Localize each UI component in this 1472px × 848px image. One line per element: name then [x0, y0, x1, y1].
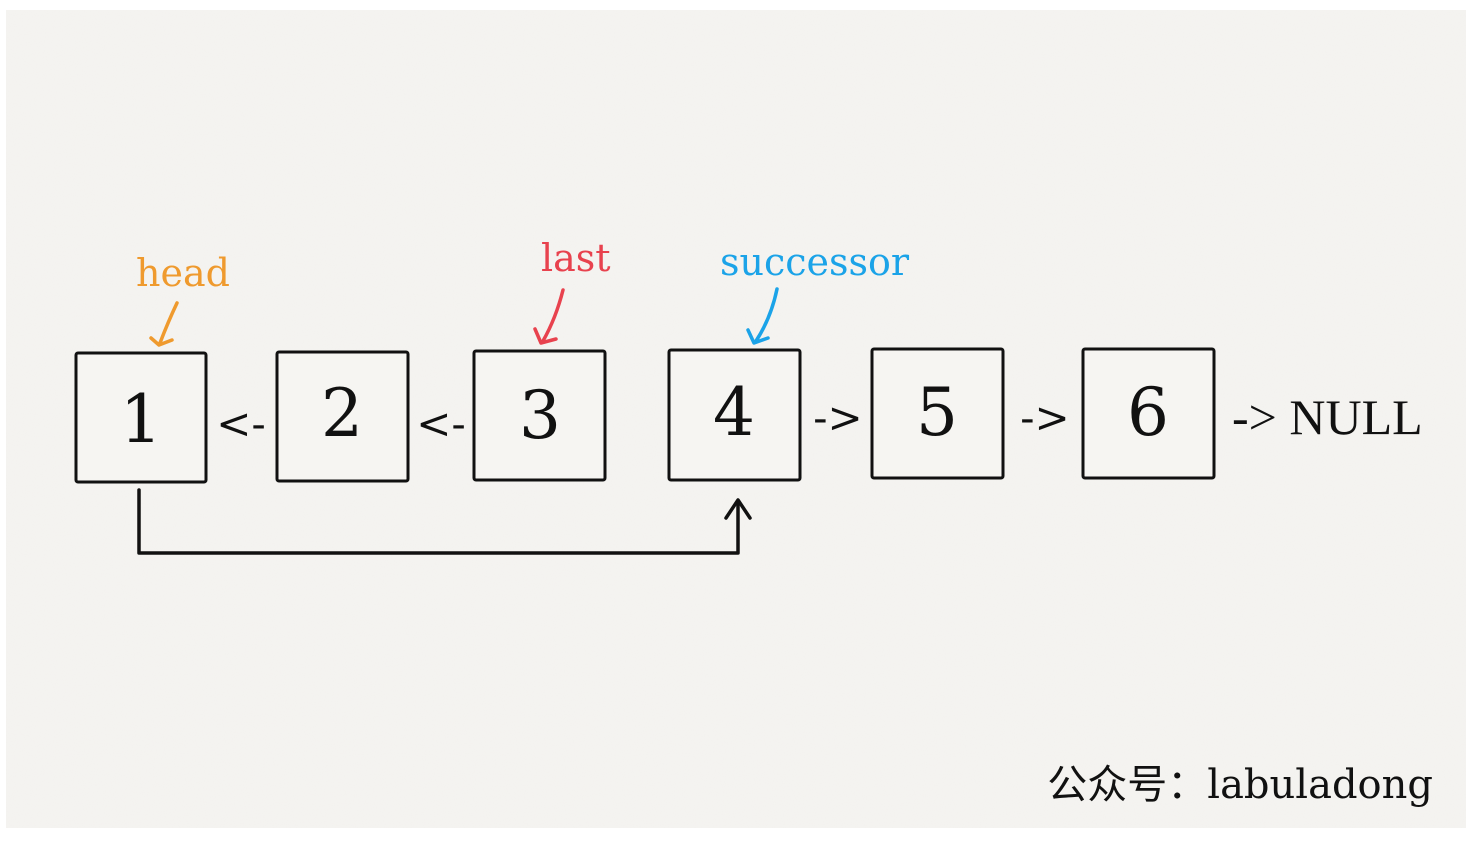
node-value-3: 3 [519, 377, 561, 454]
pointer-arrow-last [533, 288, 565, 345]
node-box-6 [1081, 347, 1216, 480]
separator-1-2: <- [216, 399, 265, 448]
node-box-2 [275, 350, 410, 483]
node-box-1 [74, 351, 208, 484]
pointer-label-last: last [541, 236, 611, 280]
node-value-6: 6 [1127, 374, 1169, 451]
separator-2-3: <- [416, 399, 465, 448]
node-box-5 [870, 347, 1005, 480]
separator-5-6: -> [1020, 393, 1069, 442]
node-value-4: 4 [713, 374, 755, 451]
tail-null-label: -> NULL [1232, 389, 1423, 445]
pointer-label-head: head [136, 251, 230, 295]
node-value-1: 1 [120, 381, 162, 458]
separator-4-5: -> [813, 393, 862, 442]
node-boxes [74, 347, 1216, 484]
node-value-5: 5 [916, 374, 958, 451]
pointer-arrow-successor [746, 287, 779, 345]
link-arrow-1-to-4 [137, 488, 752, 555]
watermark-label: 公众号：labuladong [1047, 762, 1433, 808]
pointer-label-successor: successor [720, 240, 910, 284]
node-value-2: 2 [321, 375, 363, 452]
node-box-4 [667, 348, 802, 482]
pointer-arrow-head [149, 301, 179, 347]
node-box-3 [472, 349, 607, 482]
